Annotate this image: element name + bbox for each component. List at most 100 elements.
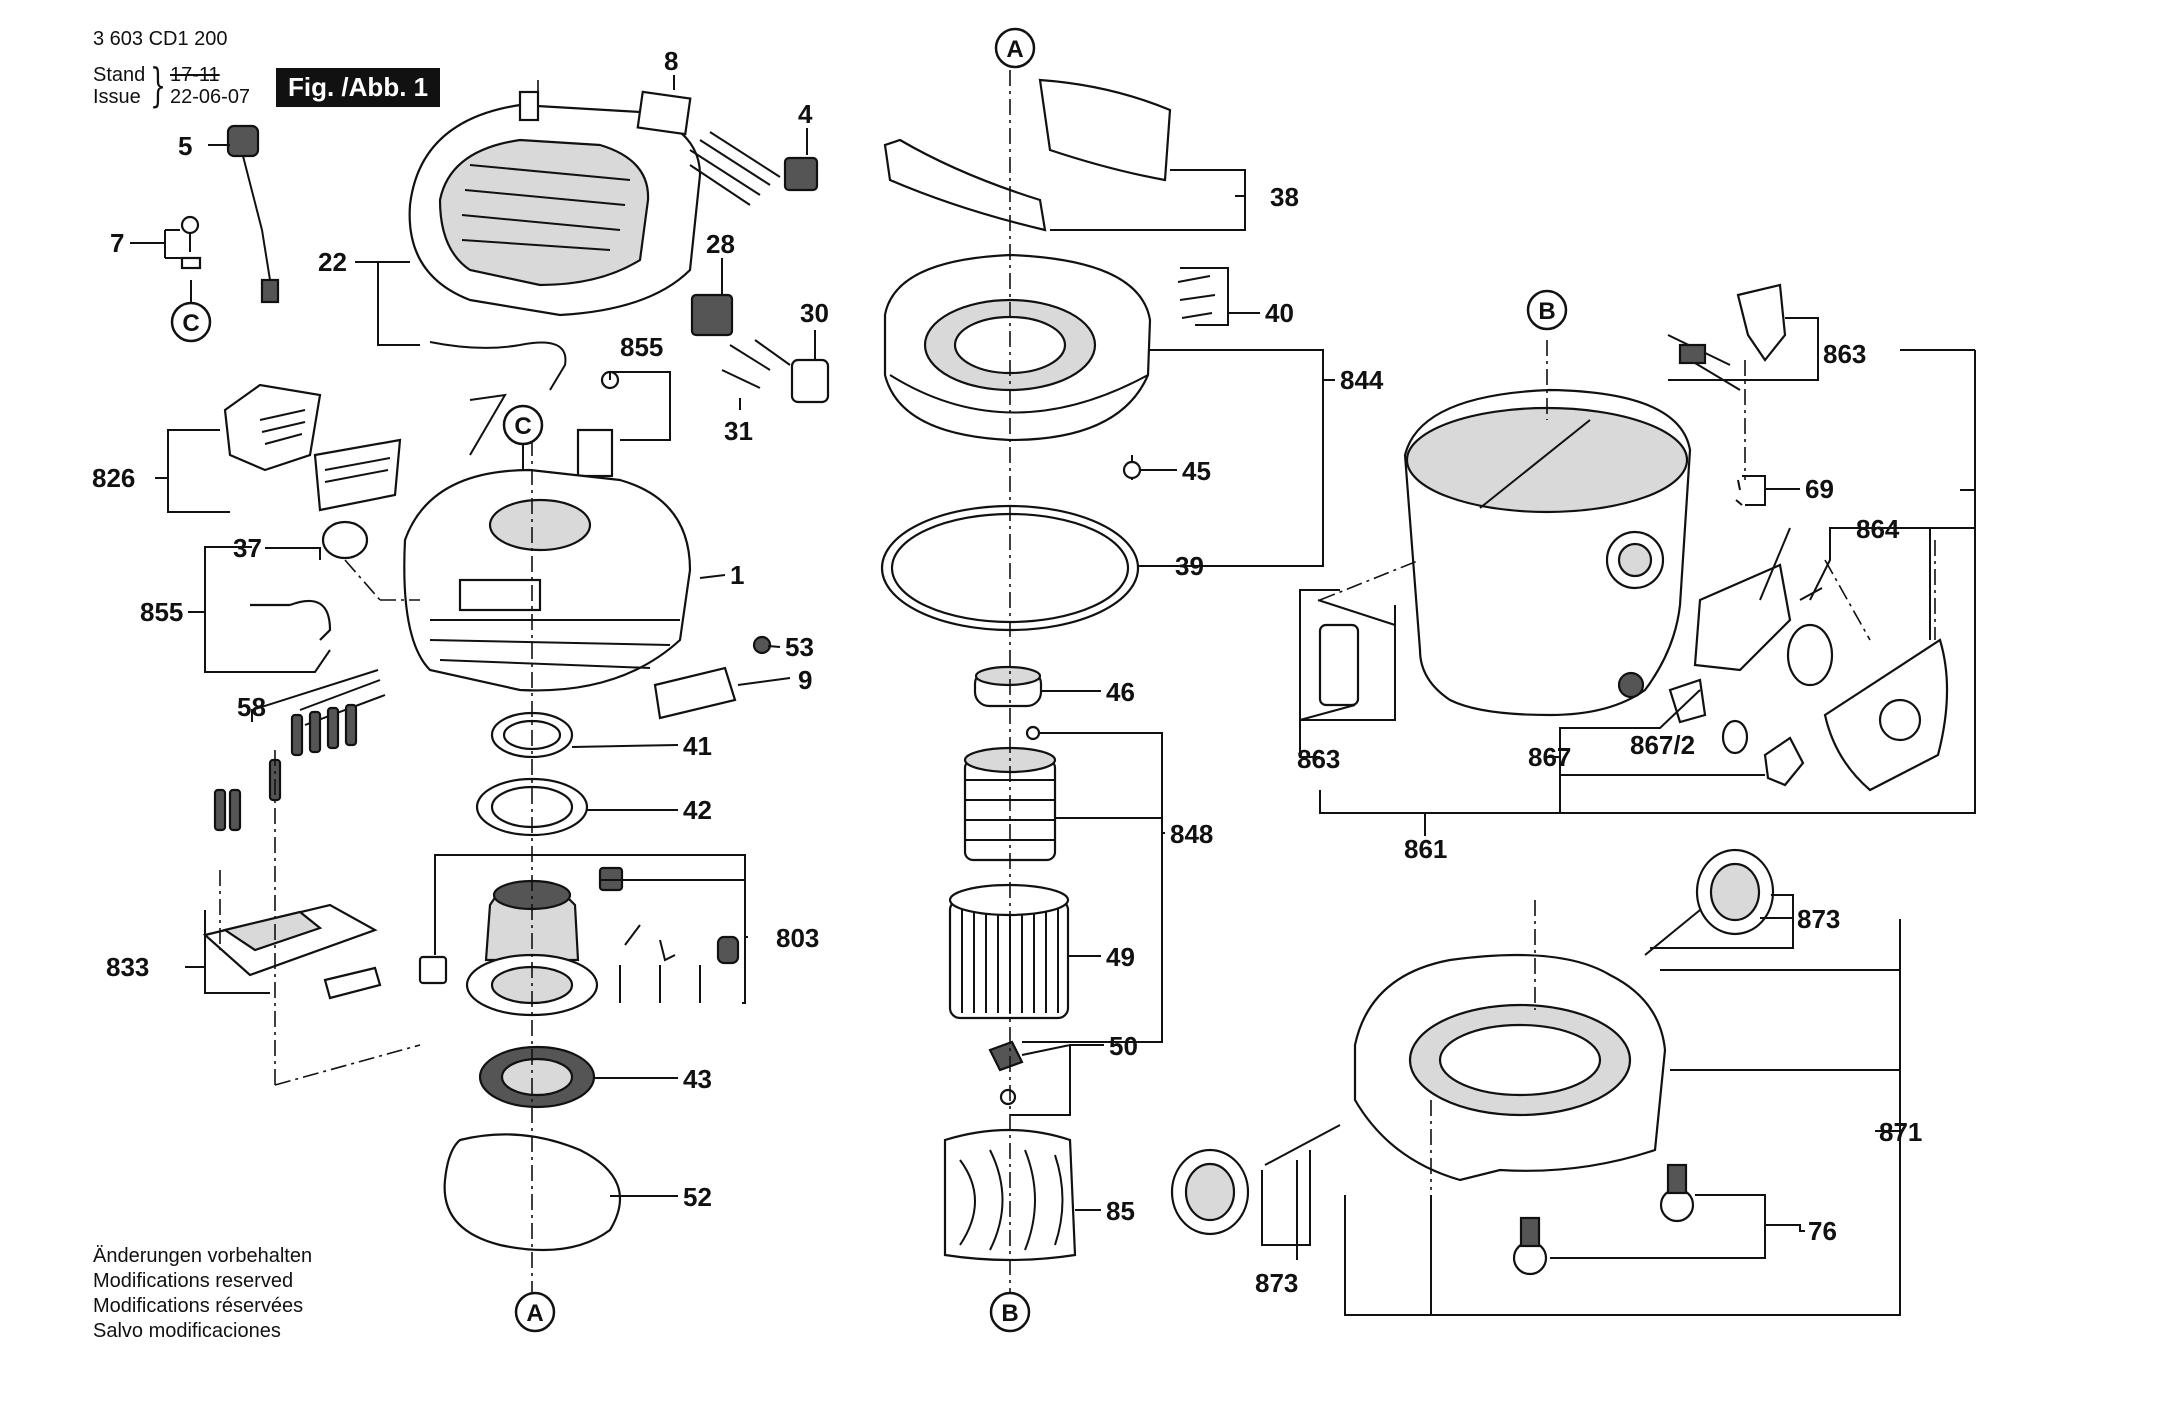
svg-text:C: C xyxy=(514,413,531,440)
brace-symbol: } xyxy=(150,58,167,112)
label-8-drawing xyxy=(636,90,692,136)
ref-circle-b-top: B xyxy=(1526,289,1568,331)
clamp-50-drawing xyxy=(988,1040,1024,1072)
part-863-left: 863 xyxy=(1297,744,1340,774)
ref-circle-c-mid: C xyxy=(502,404,544,446)
castors-76-drawing xyxy=(1430,1163,1695,1276)
pleated-filter-drawing xyxy=(948,883,1070,1020)
part-8: 8 xyxy=(664,46,678,76)
lid-844-drawing xyxy=(883,253,1152,442)
motor-housing-drawing xyxy=(403,468,692,692)
svg-text:C: C xyxy=(182,310,199,337)
part-873-bottom: 873 xyxy=(1255,1268,1298,1298)
part-844: 844 xyxy=(1340,365,1384,395)
part-39: 39 xyxy=(1175,551,1204,581)
part-40: 40 xyxy=(1265,298,1294,328)
part-5: 5 xyxy=(178,131,192,161)
cable-drawing xyxy=(429,341,567,456)
ref-circle-a-bottom: A xyxy=(514,1291,556,1333)
part-9: 9 xyxy=(798,665,812,695)
svg-text:A: A xyxy=(1006,36,1023,63)
latch-863-drawing xyxy=(1318,623,1360,707)
part-867: 867 xyxy=(1528,742,1571,772)
inlet-864-drawing xyxy=(1693,563,1792,672)
part-43: 43 xyxy=(683,1064,712,1094)
wheel-873-bottom-drawing xyxy=(1170,1124,1341,1236)
plug-drawing xyxy=(226,124,280,304)
part-69: 69 xyxy=(1805,474,1834,504)
svg-text:B: B xyxy=(1538,298,1555,325)
part-37: 37 xyxy=(233,533,262,563)
note-en: Modifications reserved xyxy=(93,1270,294,1292)
ref-circle-c-top: C xyxy=(170,301,212,343)
leader-lines xyxy=(130,75,1976,1316)
base-871-drawing xyxy=(1353,953,1667,1182)
svg-text:B: B xyxy=(1001,1300,1018,1327)
part-53: 53 xyxy=(785,632,814,662)
oring-864-drawing xyxy=(1786,623,1834,687)
figure-label: Fig. /Abb. 1 xyxy=(276,68,441,107)
note-es: Salvo modificaciones xyxy=(93,1320,281,1342)
part-855-mid: 855 xyxy=(140,597,183,627)
part-50: 50 xyxy=(1109,1031,1138,1061)
part-58: 58 xyxy=(237,692,266,722)
part-864: 864 xyxy=(1856,514,1900,544)
ref-circle-b-bottom: B xyxy=(989,1291,1031,1333)
part-867-2: 867/2 xyxy=(1630,730,1695,760)
note-de: Änderungen vorbehalten xyxy=(93,1245,313,1267)
flange-28-drawing xyxy=(690,293,734,337)
part-number-labels: 5 7 8 4 22 28 30 31 855 826 37 855 1 53 … xyxy=(92,46,1922,1298)
part-1: 1 xyxy=(730,560,744,590)
switch-30-drawing xyxy=(790,358,830,404)
part-861: 861 xyxy=(1404,834,1447,864)
part-826: 826 xyxy=(92,463,135,493)
label-9-drawing xyxy=(653,666,737,720)
part-46: 46 xyxy=(1106,677,1135,707)
part-49: 49 xyxy=(1106,942,1135,972)
clamp-855-drawing xyxy=(576,428,614,478)
seal-43-inner xyxy=(500,1057,574,1097)
issue-label: Issue xyxy=(93,86,141,108)
part-41: 41 xyxy=(683,731,712,761)
part-31: 31 xyxy=(724,416,753,446)
part-42: 42 xyxy=(683,795,712,825)
part-22: 22 xyxy=(318,247,347,277)
electronics-drawing xyxy=(202,679,386,1000)
handle-863-drawing xyxy=(1736,283,1787,362)
motor-drawing xyxy=(418,866,740,1017)
part-855-top: 855 xyxy=(620,332,663,362)
stand-label: Stand xyxy=(93,64,146,86)
part-52: 52 xyxy=(683,1182,712,1212)
part-863-top: 863 xyxy=(1823,339,1866,369)
part-45: 45 xyxy=(1182,456,1211,486)
part-7: 7 xyxy=(110,228,124,258)
part-833: 833 xyxy=(106,952,149,982)
part-803: 803 xyxy=(776,923,819,953)
parts-69-drawing xyxy=(1735,479,1743,506)
ref-circle-a-top: A xyxy=(994,27,1036,69)
filter-cover-drawing xyxy=(223,383,402,512)
bumper-38-drawing xyxy=(883,78,1172,232)
old-revision: 17-11 xyxy=(170,64,220,86)
screw-7-drawing xyxy=(180,215,202,270)
stand-issue-labels: Stand Issue xyxy=(93,64,145,108)
part-873-top: 873 xyxy=(1797,904,1840,934)
part-4: 4 xyxy=(798,99,813,129)
cap-867-drawing xyxy=(1763,736,1805,787)
connectors-drawing xyxy=(689,131,819,206)
note-fr: Modifications réservées xyxy=(93,1295,304,1317)
modification-notes: Änderungen vorbehalten Modifications res… xyxy=(93,1244,312,1344)
clips-40-drawing xyxy=(1177,275,1216,319)
nut-53-drawing xyxy=(752,635,772,655)
part-85: 85 xyxy=(1106,1196,1135,1226)
part-76: 76 xyxy=(1808,1216,1837,1246)
part-28: 28 xyxy=(706,229,735,259)
wheel-873-top-drawing xyxy=(1644,848,1775,956)
screw-31-drawing xyxy=(721,369,761,389)
gasket-52-drawing xyxy=(443,1133,622,1252)
bracket-855-drawing xyxy=(250,599,332,641)
document-number: 3 603 CD1 200 xyxy=(93,28,228,50)
centerlines xyxy=(219,70,1936,1300)
top-cover-drawing xyxy=(408,90,702,317)
